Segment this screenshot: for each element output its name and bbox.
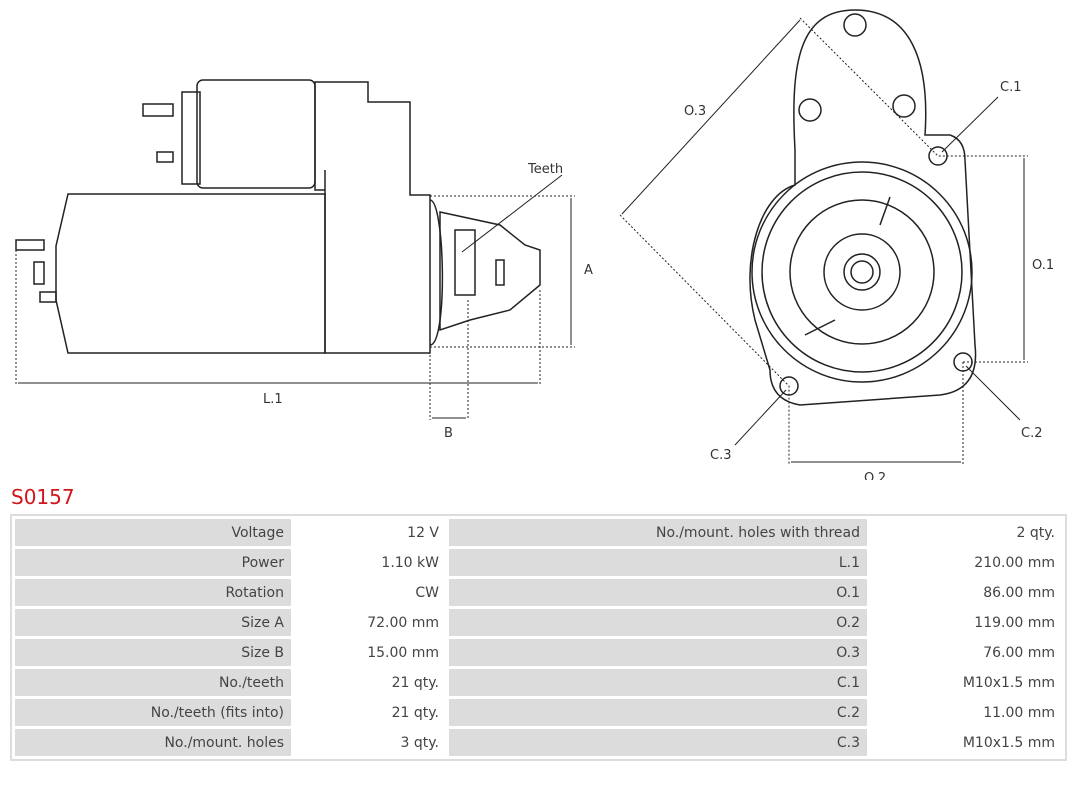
- spec-label: No./mount. holes: [15, 729, 291, 756]
- spec-label: O.1: [449, 579, 867, 606]
- side-view: [15, 79, 541, 354]
- spec-value: 76.00 mm: [870, 639, 1062, 666]
- spec-value: 3 qty.: [294, 729, 446, 756]
- spec-value: 119.00 mm: [870, 609, 1062, 636]
- spec-value: 15.00 mm: [294, 639, 446, 666]
- spec-value: 86.00 mm: [870, 579, 1062, 606]
- label-o3: O.3: [684, 104, 706, 119]
- label-c2: C.2: [1021, 426, 1042, 441]
- spec-label: C.1: [449, 669, 867, 696]
- spec-value: 210.00 mm: [870, 549, 1062, 576]
- label-a: A: [584, 263, 593, 278]
- spec-label: Rotation: [15, 579, 291, 606]
- spec-value: 1.10 kW: [294, 549, 446, 576]
- spec-value: 11.00 mm: [870, 699, 1062, 726]
- label-o2: O.2: [864, 471, 886, 480]
- label-c1: C.1: [1000, 80, 1021, 95]
- product-code: S0157: [11, 485, 75, 509]
- spec-label: No./mount. holes with thread: [449, 519, 867, 546]
- spec-label: L.1: [449, 549, 867, 576]
- spec-label: Size B: [15, 639, 291, 666]
- spec-label: Power: [15, 549, 291, 576]
- spec-label: O.3: [449, 639, 867, 666]
- spec-label: C.2: [449, 699, 867, 726]
- spec-label: Size A: [15, 609, 291, 636]
- dimension-lines: [15, 195, 575, 420]
- spec-value: 2 qty.: [870, 519, 1062, 546]
- label-b: B: [444, 426, 453, 441]
- spec-label: No./teeth (fits into): [15, 699, 291, 726]
- label-o1: O.1: [1032, 258, 1054, 273]
- spec-label: C.3: [449, 729, 867, 756]
- spec-value: 72.00 mm: [294, 609, 446, 636]
- starter-technical-drawing: Teeth A B L.1 O.3 C.1 O.1 C.2 C.3 O.2: [15, 9, 1054, 480]
- spec-label: Voltage: [15, 519, 291, 546]
- spec-value: M10x1.5 mm: [870, 669, 1062, 696]
- spec-value: 21 qty.: [294, 669, 446, 696]
- spec-value: M10x1.5 mm: [870, 729, 1062, 756]
- label-teeth: Teeth: [527, 162, 563, 177]
- spec-value: 12 V: [294, 519, 446, 546]
- label-c3: C.3: [710, 448, 731, 463]
- label-l1: L.1: [263, 392, 283, 407]
- front-view: [749, 9, 977, 406]
- spec-value: CW: [294, 579, 446, 606]
- spec-label: No./teeth: [15, 669, 291, 696]
- spec-value: 21 qty.: [294, 699, 446, 726]
- spec-label: O.2: [449, 609, 867, 636]
